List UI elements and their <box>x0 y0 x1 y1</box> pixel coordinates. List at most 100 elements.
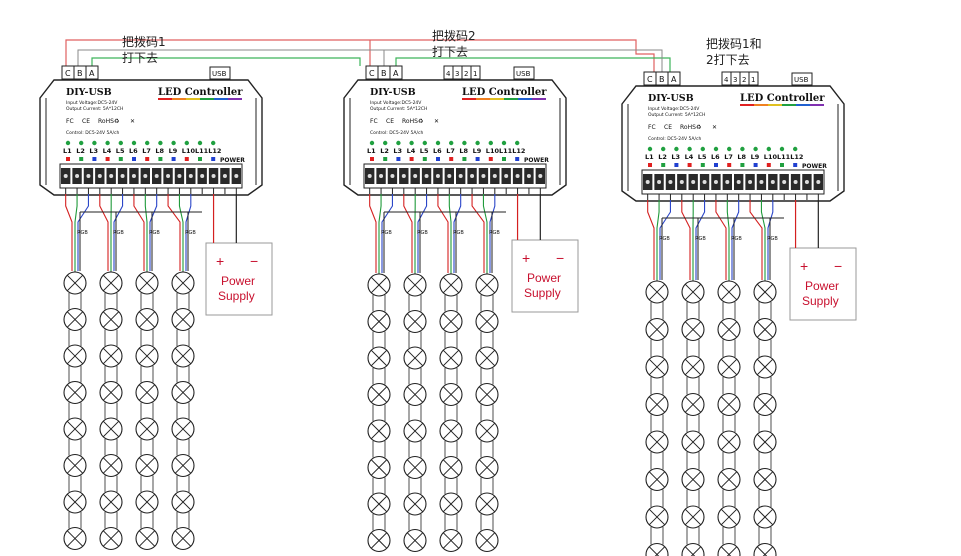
led-bulb-cross <box>756 471 774 488</box>
cert-logo-icon: ♻ <box>696 124 701 131</box>
led-bulb-cross <box>66 530 84 547</box>
strip-rgb-label: RGB <box>659 236 670 242</box>
led-bulb-cross <box>756 433 774 451</box>
channel-label: L9 <box>751 153 760 161</box>
dip-note-line: 把拨码2 <box>432 29 476 43</box>
usb-port <box>791 72 813 86</box>
led-bulb-cross <box>756 283 774 301</box>
strip-wire <box>113 194 124 271</box>
brand-underline <box>810 104 824 106</box>
control-spec: Control: DC5-24V 5A/ch <box>66 130 119 136</box>
channel-led <box>184 140 189 146</box>
led-bulb-cross <box>370 495 388 513</box>
cba-pin <box>667 71 681 86</box>
cba-pin-label: A <box>89 69 95 78</box>
led-bulb-cross <box>756 321 774 338</box>
channel-led <box>158 140 163 146</box>
led-bulb-cross <box>370 422 388 440</box>
terminal-screw-head <box>526 174 531 178</box>
usb-label: USB <box>516 70 531 78</box>
channel-led <box>65 140 71 146</box>
channel-label: L6 <box>129 147 138 155</box>
brand-underline <box>476 98 490 100</box>
led-bulb-cross <box>478 495 496 513</box>
channel-color-dot <box>396 157 401 161</box>
strip-wire <box>369 194 377 273</box>
channel-label: L11 <box>195 147 209 155</box>
channel-label: L7 <box>724 153 733 161</box>
strip-wire <box>656 200 660 280</box>
power-supply-label-2: Supply <box>524 286 561 300</box>
channel-led <box>647 146 653 152</box>
power-minus-icon: − <box>834 258 842 274</box>
power-plus-icon: + <box>216 253 224 269</box>
led-bulb-cross <box>102 274 120 292</box>
bus-wire-green-2 <box>395 57 671 72</box>
led-bulb-cross <box>720 433 738 451</box>
channel-led <box>396 140 401 146</box>
channel-color-dot <box>158 157 163 161</box>
channel-led <box>211 140 216 146</box>
cert-logo-icon: CE <box>82 118 90 125</box>
terminal-screw-head <box>793 180 798 184</box>
strip-rgb-label: RGB <box>731 236 742 242</box>
channel-led <box>475 140 480 146</box>
cba-pin-label: C <box>369 69 375 78</box>
spec-line-1: Input Voltage:DC5-24V <box>648 106 700 112</box>
led-bulb-cross <box>138 420 156 438</box>
dip-note-line: 2打下去 <box>706 53 750 67</box>
spec-line-2: Output Current: 5A*12CH <box>648 112 705 118</box>
bus-wire-gray <box>383 49 663 72</box>
terminal-screw-head <box>200 174 205 178</box>
led-bulb-cross <box>174 530 192 547</box>
led-bulb-icon <box>645 542 669 556</box>
led-bulb-cross <box>406 532 424 549</box>
brand-underline <box>158 98 172 100</box>
channel-color-dot <box>383 157 388 161</box>
led-bulb-cross <box>478 422 496 440</box>
dip-note-line: 打下去 <box>122 51 158 65</box>
strip-wire <box>381 194 393 273</box>
cert-logo-icon: FC <box>66 118 74 125</box>
channel-label: L3 <box>89 147 98 155</box>
cert-logo-icon: RoHS <box>680 124 696 131</box>
usb-label: USB <box>212 70 227 78</box>
channel-led <box>369 140 375 146</box>
terminal-screw-head <box>75 174 80 178</box>
strip-wire <box>760 200 766 280</box>
channel-color-dot <box>118 157 123 161</box>
led-bulb-cross <box>684 433 702 451</box>
led-bulb-cross <box>684 396 702 413</box>
led-strip <box>717 280 741 556</box>
channel-label: L4 <box>103 147 112 155</box>
led-bulb-cross <box>174 384 192 401</box>
terminal-screw-head <box>782 180 787 184</box>
channel-led <box>674 146 679 152</box>
led-bulb-cross <box>138 384 156 401</box>
brand-underline <box>214 98 228 100</box>
channel-led <box>727 146 732 152</box>
channel-label: L4 <box>685 153 694 161</box>
terminal-screw-head <box>97 174 102 178</box>
terminal-screw-head <box>804 180 809 184</box>
led-strip <box>645 280 669 556</box>
cert-logo-icon: ✕ <box>712 124 717 131</box>
led-bulb-cross <box>756 508 774 526</box>
model-label: DIY-USB <box>648 93 694 104</box>
terminal-screw-head <box>234 174 239 178</box>
channel-led <box>422 140 427 146</box>
led-bulb-cross <box>720 321 738 338</box>
channel-led <box>661 146 666 152</box>
channel-led <box>713 146 719 152</box>
terminal-screw-head <box>538 174 543 178</box>
cba-pin-label: B <box>381 69 387 78</box>
brand-underline <box>186 98 200 100</box>
strip-wire <box>437 194 449 273</box>
cert-logo-icon: ♻ <box>114 118 119 125</box>
dip-pin-label: 1 <box>473 70 477 78</box>
channel-color-dot <box>462 157 467 161</box>
